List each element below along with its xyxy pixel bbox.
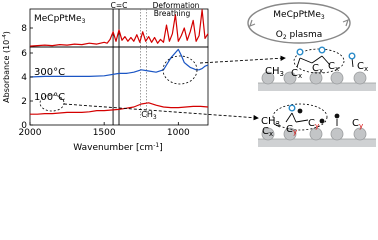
surface-100-label-cx: Cx bbox=[262, 126, 273, 138]
x-tick-label: 1000 bbox=[167, 128, 190, 138]
y-axis-label: Absorbance (10-4) bbox=[2, 31, 11, 103]
y-tick-label: 0 bbox=[21, 121, 27, 131]
surface-atoms-100 bbox=[261, 127, 367, 141]
series-line-0 bbox=[29, 9, 209, 47]
highlight-ellipse-surface-100 bbox=[272, 103, 328, 131]
surface-slab-300 bbox=[258, 83, 376, 91]
band-label-breathing: Breathing bbox=[154, 9, 191, 18]
band-label-cc: C=C bbox=[111, 1, 128, 10]
hydrogen-atom bbox=[297, 108, 303, 114]
cycle-label-plasma: O2 plasma bbox=[276, 30, 322, 41]
highlight-ellipse-100 bbox=[39, 94, 65, 112]
series-group bbox=[29, 9, 209, 115]
bonds-300 bbox=[296, 55, 354, 68]
surface-100: CH3 Cx Cy Cy Cy bbox=[258, 103, 376, 147]
bonds-100 bbox=[273, 112, 338, 128]
adsorbates-100 bbox=[288, 104, 340, 124]
surface-slab-100 bbox=[258, 139, 376, 147]
series-line-1 bbox=[29, 48, 209, 78]
band-label-deformation: Deformation bbox=[153, 1, 200, 10]
panel-label-precursor: MeCpPtMe3 bbox=[34, 14, 86, 25]
panel-label-100: 100°C bbox=[34, 92, 65, 103]
surface-100-label-ch3: CH3 bbox=[261, 116, 280, 128]
surface-atoms-300 bbox=[261, 71, 367, 85]
surface-300-label-ch3: CH3 bbox=[265, 66, 284, 78]
y-tick-label: 6 bbox=[21, 49, 27, 59]
axis-ticks: 2000 1500 1000 8 6 4 2 0 bbox=[19, 24, 191, 138]
y-tick-label: 8 bbox=[21, 24, 27, 34]
surface-300-label-c1: Cx bbox=[291, 68, 302, 80]
hydrogen-atom bbox=[334, 113, 340, 119]
band-label-ch3: CH3 bbox=[141, 110, 157, 121]
pointer-arrow-300 bbox=[199, 55, 286, 64]
oxygen-atom bbox=[318, 46, 326, 54]
y-tick-label: 2 bbox=[21, 97, 27, 107]
surface-300: CH3 Cx Cx Cx Cx bbox=[258, 46, 376, 91]
cycle-ellipse bbox=[247, 2, 351, 44]
cycle-arrow-left bbox=[249, 19, 256, 28]
cycle-label-precursor: MeCpPtMe3 bbox=[273, 10, 325, 21]
panel-label-300: 300°C bbox=[34, 67, 65, 78]
oxygen-atom bbox=[288, 104, 296, 112]
highlight-ellipse-300 bbox=[162, 55, 198, 85]
surface-100-label-cy2: Cy bbox=[308, 118, 319, 130]
process-cycle: MeCpPtMe3 O2 plasma bbox=[247, 2, 351, 44]
oxygen-atom bbox=[296, 48, 304, 56]
y-tick-label: 4 bbox=[21, 73, 27, 83]
surface-100-label-cy1: Cy bbox=[286, 124, 297, 136]
oxygen-atom bbox=[348, 52, 356, 60]
surface-300-label-c4: Cx bbox=[357, 61, 368, 73]
adsorbates-300 bbox=[296, 46, 356, 60]
x-tick-label: 2000 bbox=[19, 128, 42, 138]
pointer-arrow-100 bbox=[63, 103, 259, 121]
x-axis-label: Wavenumber [cm-1] bbox=[73, 142, 162, 153]
series-line-2 bbox=[30, 102, 209, 115]
surface-100-label-cy3: Cy bbox=[352, 118, 363, 130]
x-tick-label: 1500 bbox=[93, 128, 116, 138]
hydrogen-atom bbox=[319, 118, 325, 124]
cycle-arrow-right bbox=[342, 18, 349, 27]
surface-300-label-c3: Cx bbox=[328, 61, 339, 73]
surface-300-label-c2: Cx bbox=[312, 63, 323, 75]
reference-lines bbox=[112, 9, 147, 125]
